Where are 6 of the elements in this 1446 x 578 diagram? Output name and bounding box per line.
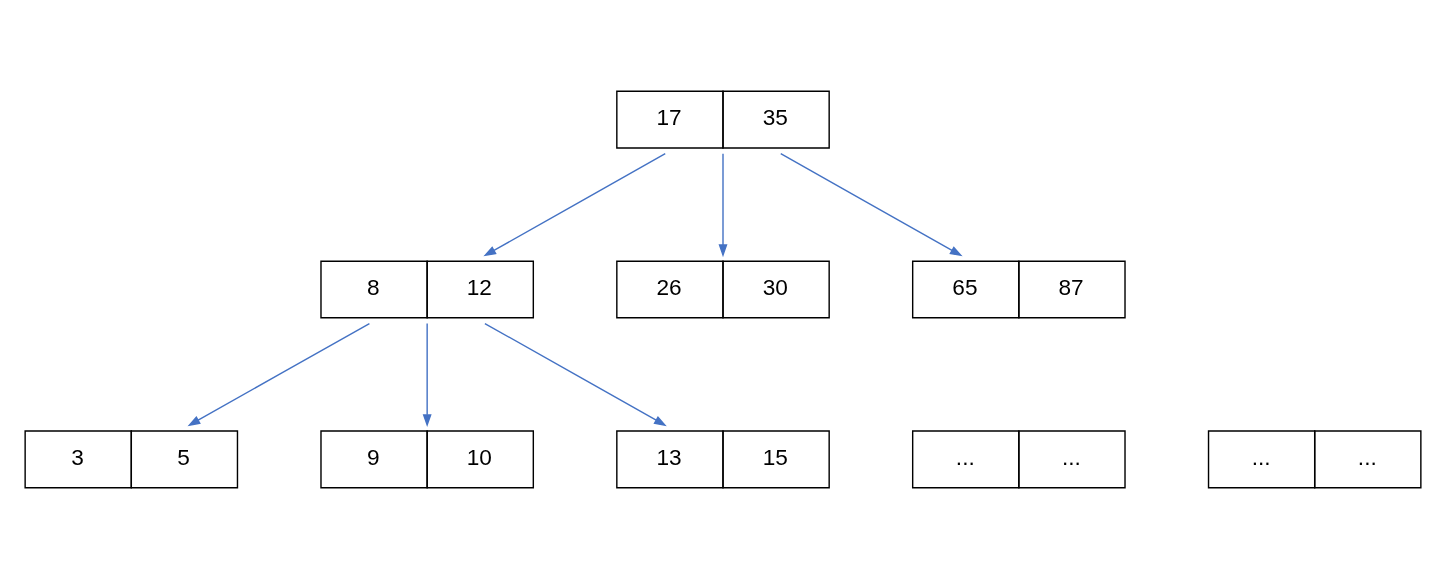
arrow xyxy=(187,322,371,426)
arrow xyxy=(718,152,728,257)
arrow xyxy=(422,322,432,427)
arrow xyxy=(780,152,963,256)
arrow xyxy=(483,152,666,256)
arrow xyxy=(484,322,667,426)
